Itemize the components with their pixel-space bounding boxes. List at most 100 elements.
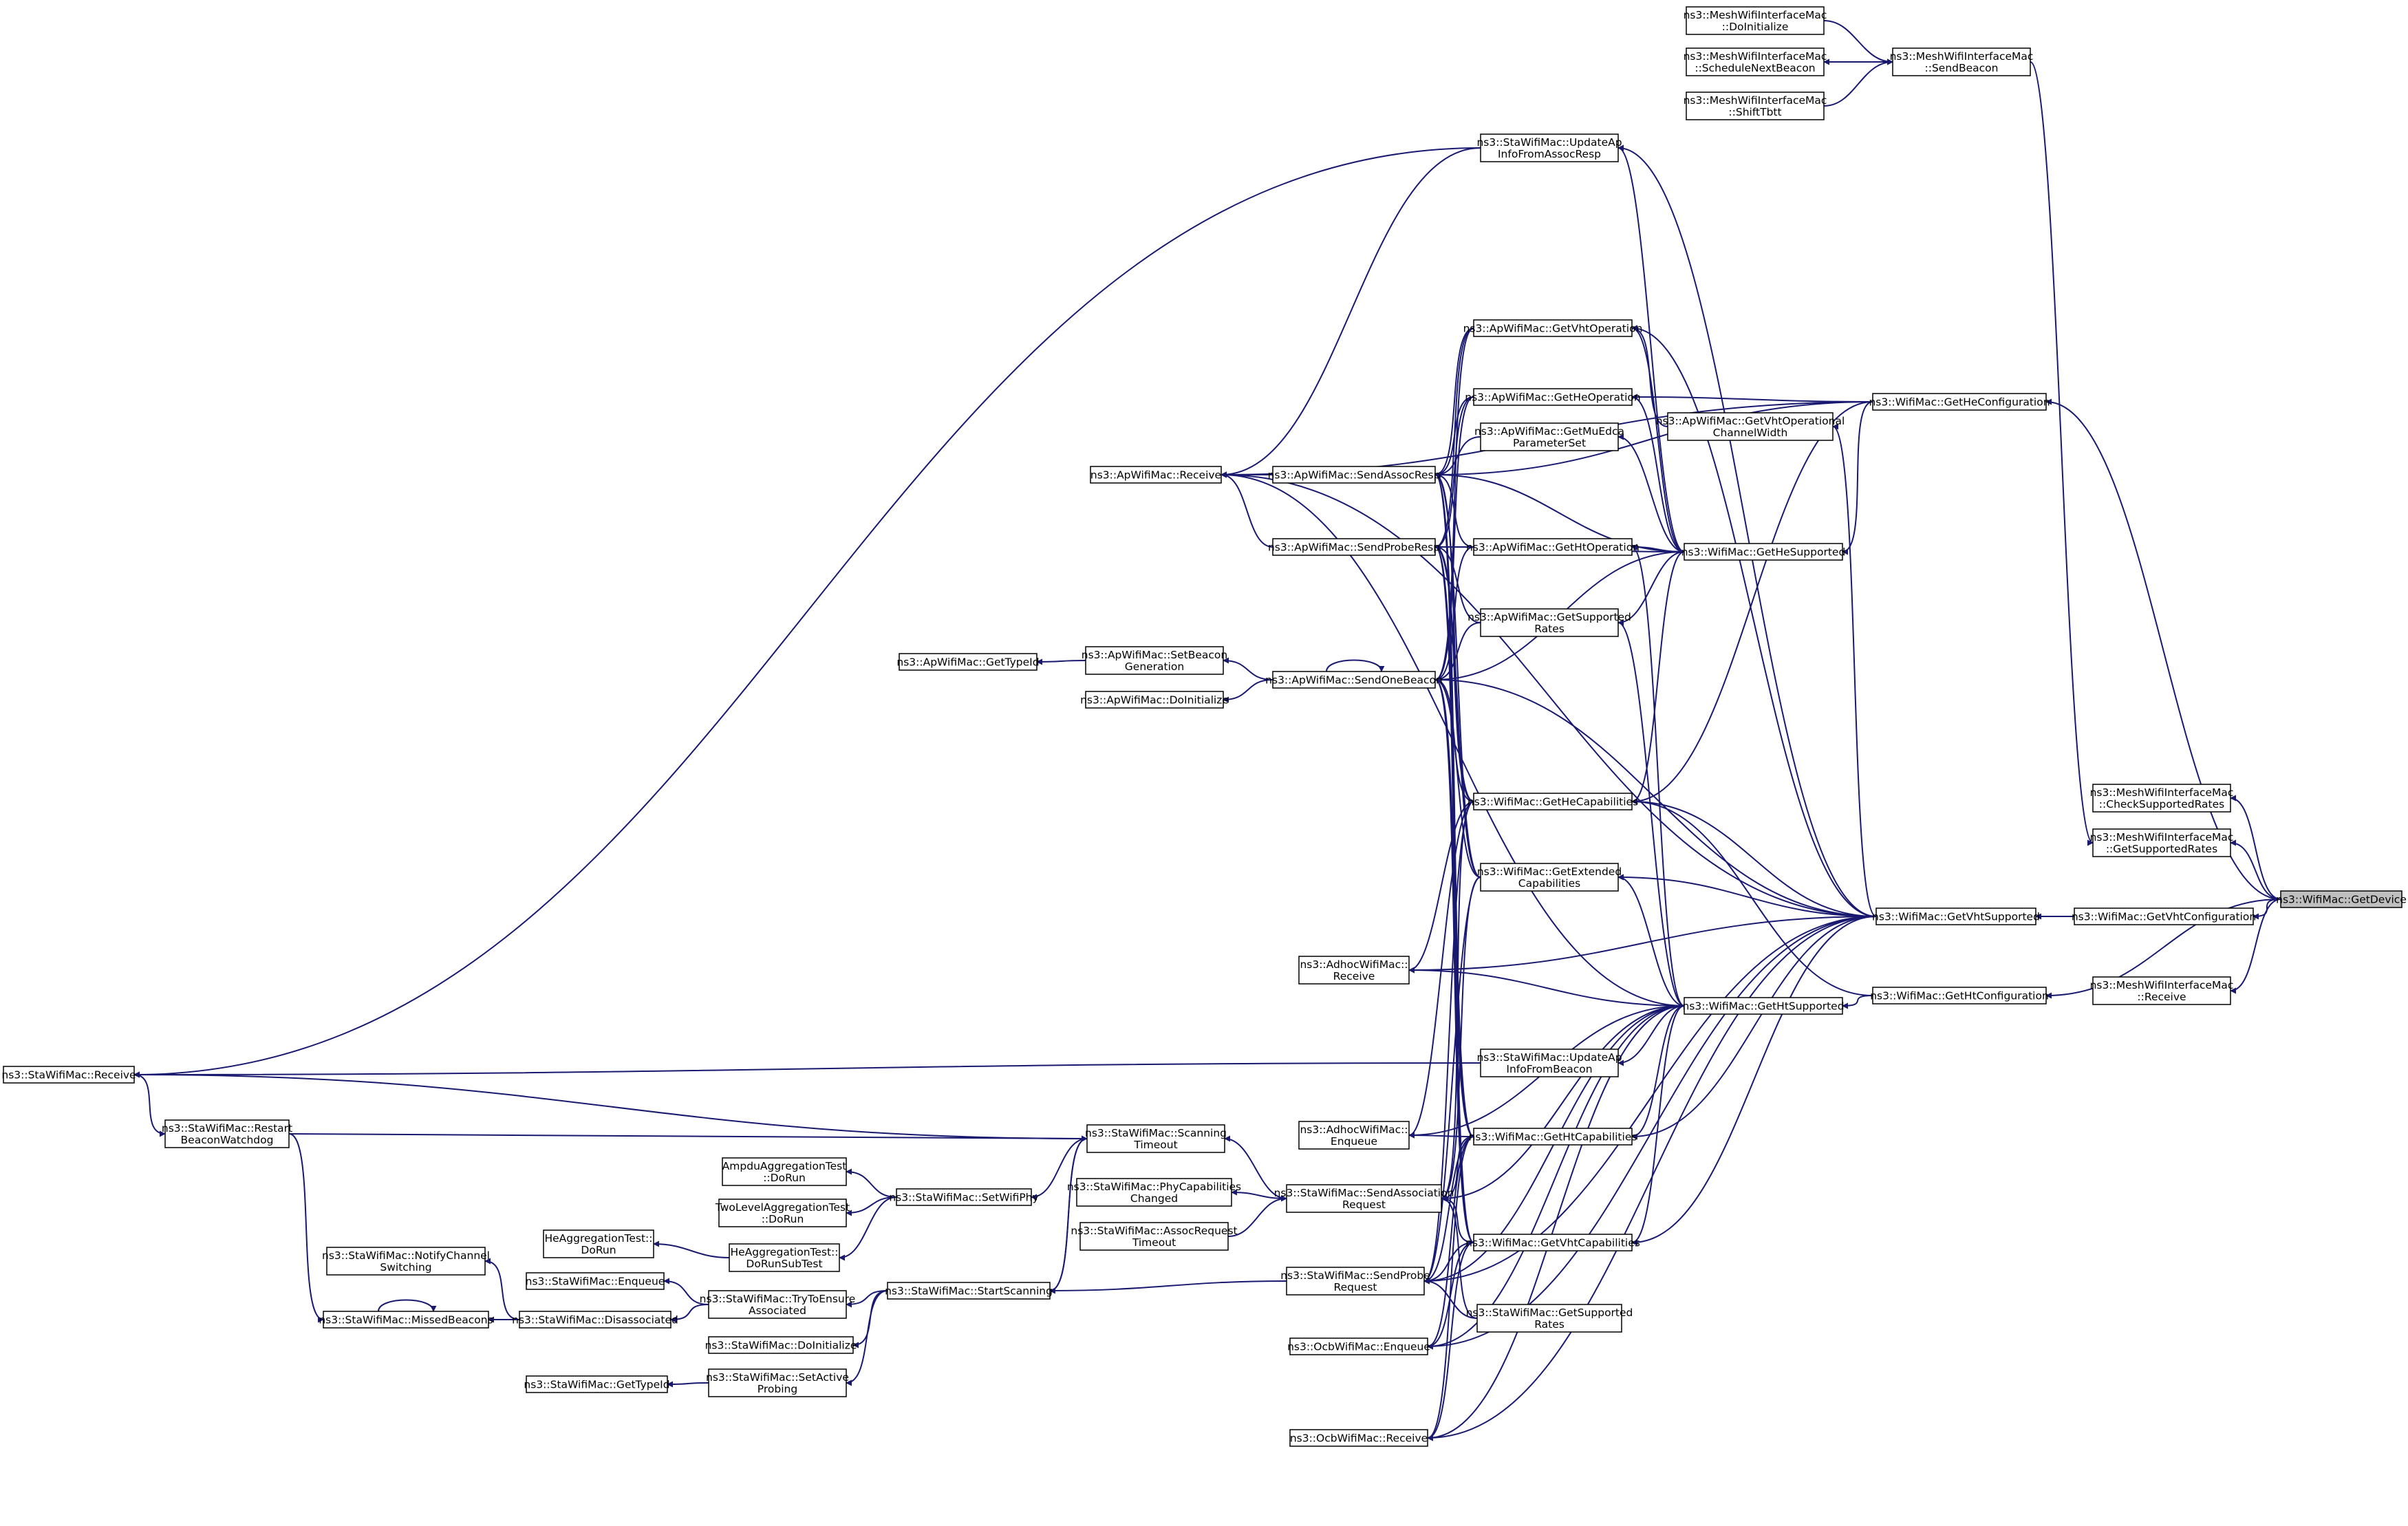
node-sta-suprates[interactable]: ns3::StaWifiMac::GetSupportedRates (1466, 1304, 1633, 1333)
edge-ap-sendprobe-to-wm-extcap (1434, 544, 1481, 878)
node-wm-vhtconf[interactable]: ns3::WifiMac::GetVhtConfiguration (2072, 907, 2256, 925)
node-ampdu-dorun[interactable]: AmpduAggregationTest::DoRun (722, 1157, 847, 1186)
node-label: HeAggregationTest:: (730, 1246, 838, 1258)
node-sta-receive[interactable]: ns3::StaWifiMac::Receive (1, 1066, 136, 1084)
node-label: ::ScheduleNextBeacon (1695, 62, 1815, 74)
node-box (708, 1368, 847, 1397)
node-label: ::GetSupportedRates (2106, 843, 2217, 855)
node-ap-receive[interactable]: ns3::ApWifiMac::Receive (1090, 466, 1222, 484)
node-ocb-enqueue[interactable]: ns3::OcbWifiMac::Enqueue (1287, 1337, 1430, 1355)
node-heagg-dorun[interactable]: HeAggregationTest::DoRun (543, 1229, 654, 1258)
edge-sta-sendprobe-to-sta-suprates (1423, 1278, 1478, 1319)
edge-ap-sendprobe-to-wm-hecap (1434, 544, 1474, 802)
edge-sta-missed-to-sta-missed (378, 1299, 437, 1312)
node-wm-heconf[interactable]: ns3::WifiMac::GetHeConfiguration (1869, 393, 2050, 411)
node-adhoc-enqueue[interactable]: ns3::AdhocWifiMac::Enqueue (1298, 1121, 1410, 1150)
node-box (1286, 1184, 1442, 1213)
node-label: ns3::AdhocWifiMac:: (1300, 958, 1408, 971)
node-ap-htop[interactable]: ns3::ApWifiMac::GetHtOperation (1466, 538, 1640, 556)
edge-ap-sendprobe-to-ap-heop (1434, 396, 1474, 550)
node-ap-typeid[interactable]: ns3::ApWifiMac::GetTypeId (896, 653, 1040, 671)
node-mesh-doinit[interactable]: ns3::MeshWifiInterfaceMac::DoInitialize (1684, 6, 1827, 35)
node-ap-heop[interactable]: ns3::ApWifiMac::GetHeOperation (1465, 388, 1641, 406)
node-wm-vhtsup[interactable]: ns3::WifiMac::GetVhtSupported (1872, 907, 2040, 925)
node-box (708, 1336, 854, 1354)
node-box (1684, 543, 1843, 561)
edge-ap-muedca-to-wm-hesup (1617, 433, 1685, 552)
node-sta-enqueue[interactable]: ns3::StaWifiMac::Enqueue (526, 1272, 665, 1290)
edge-sta-typeid-to-sta-setactive (667, 1381, 709, 1388)
node-sta-disassoc[interactable]: ns3::StaWifiMac::Disassociated (512, 1311, 678, 1329)
node-label: ::ShiftTbtt (1728, 106, 1781, 118)
node-ap-suprates[interactable]: ns3::ApWifiMac::GetSupportedRates (1468, 608, 1631, 637)
edge-wm-htcap-to-wm-vhtsup (1631, 916, 1877, 1140)
node-label: ns3::StaWifiMac::Scanning (1085, 1127, 1227, 1139)
node-sta-missed[interactable]: ns3::StaWifiMac::MissedBeacons (319, 1311, 493, 1329)
node-adhoc-receive[interactable]: ns3::AdhocWifiMac::Receive (1298, 956, 1410, 985)
node-mesh-getrates[interactable]: ns3::MeshWifiInterfaceMac::GetSupportedR… (2090, 828, 2234, 857)
node-sta-startscan[interactable]: ns3::StaWifiMac::StartScanning (885, 1282, 1053, 1300)
edge-ap-sendbeacon-to-wm-extcap (1434, 676, 1481, 878)
node-box (2074, 907, 2254, 925)
node-wm-hesup[interactable]: ns3::WifiMac::GetHeSupported (1681, 543, 1846, 561)
node-mesh-schednext[interactable]: ns3::MeshWifiInterfaceMac::ScheduleNextB… (1684, 47, 1827, 76)
node-wm-hecap[interactable]: ns3::WifiMac::GetHeCapabilities (1468, 793, 1638, 810)
edge-sta-missed-to-sta-restart (288, 1133, 324, 1323)
node-twolevel-dorun[interactable]: TwoLevelAggregationTest::DoRun (715, 1199, 850, 1227)
node-label: ::Receive (2137, 991, 2186, 1003)
node-wm-htcap[interactable]: ns3::WifiMac::GetHtCapabilities (1469, 1128, 1637, 1146)
node-label: Enqueue (1331, 1135, 1377, 1148)
node-sta-typeid[interactable]: ns3::StaWifiMac::GetTypeId (524, 1375, 670, 1393)
node-mesh-checkrates[interactable]: ns3::MeshWifiInterfaceMac::CheckSupporte… (2090, 784, 2234, 813)
edge-wm-htconf-to-wm-getdevice (2045, 899, 2281, 999)
node-wm-htconf[interactable]: ns3::WifiMac::GetHtConfiguration (1870, 987, 2049, 1004)
node-wm-getdevice[interactable]: ns3::WifiMac::GetDevice (2276, 890, 2407, 908)
node-mesh-shift[interactable]: ns3::MeshWifiInterfaceMac::ShiftTbtt (1684, 92, 1827, 120)
node-ocb-receive[interactable]: ns3::OcbWifiMac::Receive (1289, 1429, 1428, 1447)
node-box (1085, 646, 1224, 675)
node-wm-vhtcap[interactable]: ns3::WifiMac::GetVhtCapabilities (1465, 1234, 1640, 1251)
node-mesh-sendbeacon[interactable]: ns3::MeshWifiInterfaceMac::SendBeacon (1890, 47, 2034, 76)
node-ap-sendassoc[interactable]: ns3::ApWifiMac::SendAssocResp (1268, 466, 1441, 484)
edge-sta-scantimeout-to-sta-sendassoc (1224, 1135, 1287, 1199)
node-label: ns3::ApWifiMac::GetMuEdca (1474, 425, 1624, 438)
node-label: ns3::StaWifiMac::SetWifiPhy (889, 1192, 1038, 1204)
node-sta-updateassoc[interactable]: ns3::StaWifiMac::UpdateApInfoFromAssocRe… (1476, 133, 1622, 162)
node-ap-vhtop[interactable]: ns3::ApWifiMac::GetVhtOperation (1463, 319, 1643, 337)
edge-sta-updatebeacon-to-wm-htsup (1617, 1005, 1685, 1066)
node-wm-htsup[interactable]: ns3::WifiMac::GetHtSupported (1682, 997, 1845, 1015)
node-label: ns3::StaWifiMac::Restart (162, 1122, 292, 1135)
node-ap-doinit[interactable]: ns3::ApWifiMac::DoInitialize (1080, 691, 1229, 709)
node-box (1473, 1234, 1633, 1251)
node-label: ns3::MeshWifiInterfaceMac (1890, 50, 2034, 63)
node-heagg-dorunsub[interactable]: HeAggregationTest::DoRunSubTest (729, 1243, 840, 1272)
node-ap-sendprobe[interactable]: ns3::ApWifiMac::SendProbeResp (1268, 538, 1440, 556)
edge-mesh-sendbeacon-to-mesh-doinit (1823, 20, 1893, 65)
node-ap-sendbeacon[interactable]: ns3::ApWifiMac::SendOneBeacon (1265, 671, 1443, 689)
edge-wm-hecap-to-wm-htconf (1631, 798, 1873, 996)
node-label: Capabilities (1518, 877, 1580, 890)
edge-ap-receive-to-ap-sendprobe (1221, 471, 1273, 548)
node-label: ns3::WifiMac::GetVhtConfiguration (2072, 911, 2256, 923)
edge-mesh-sendbeacon-to-mesh-shift (1823, 58, 1893, 107)
node-ap-vhtopcw[interactable]: ns3::ApWifiMac::GetVhtOperationalChannel… (1656, 412, 1845, 441)
node-label: ns3::StaWifiMac::SendProbe (1280, 1269, 1430, 1282)
edge-ocb-receive-to-wm-htcap (1427, 1136, 1474, 1441)
node-box (3, 1066, 135, 1084)
node-sta-doinit[interactable]: ns3::StaWifiMac::DoInitialize (705, 1336, 857, 1354)
node-sta-setphy[interactable]: ns3::StaWifiMac::SetWifiPhy (889, 1188, 1039, 1206)
node-mesh-receive[interactable]: ns3::MeshWifiInterfaceMac::Receive (2090, 976, 2234, 1005)
